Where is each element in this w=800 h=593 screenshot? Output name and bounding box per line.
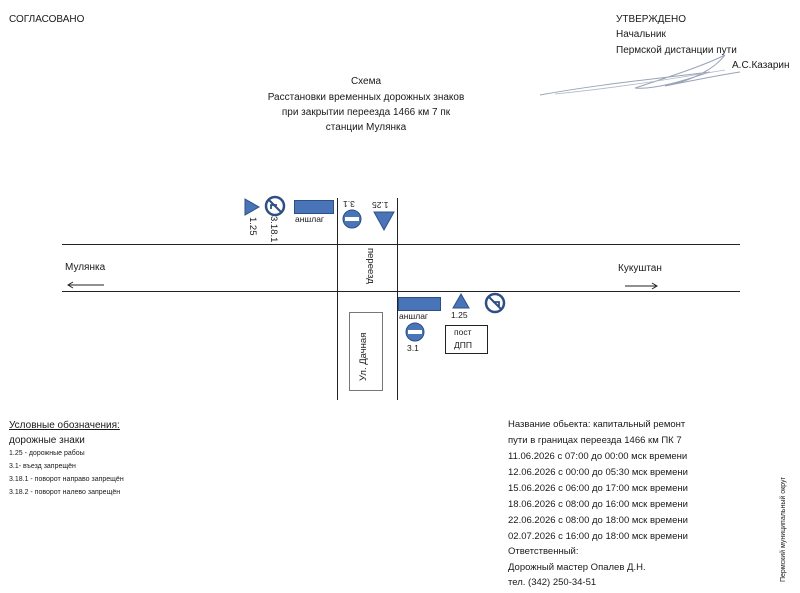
sign-125-label-top: 1.25: [372, 200, 389, 210]
title-line4: станции Мулянка: [325, 122, 407, 133]
sign-31-label-bottom: 3.1: [407, 343, 419, 353]
schedule-line: 12.06.2026 с 00:00 до 05:30 мск времени: [508, 467, 688, 478]
title-line3: при закрытии переезда 1466 км 7 пк: [281, 107, 451, 118]
sign-125-label-left: 1.25: [247, 217, 258, 236]
legend-item: 3.18.1 - поворот направо запрещён: [9, 476, 124, 483]
arrow-left-icon: [66, 276, 106, 289]
sign-31-top-icon: [342, 209, 362, 229]
legend-item: 1.25 - дорожные рабоы: [9, 450, 85, 457]
approver-name: А.С.Казарин: [732, 60, 790, 71]
anshlag-label-top: аншлаг: [295, 214, 325, 224]
legend-title: Условные обозначения:: [9, 420, 120, 431]
responsible-name: Дорожный мастер Опалев Д.Н.: [508, 562, 646, 573]
station-right-label: Кукуштан: [618, 263, 662, 274]
post-dpp-box: [445, 325, 488, 354]
anshlag-plate-bottom: [398, 297, 441, 311]
object-name-line2: пути в границах переезда 1466 км ПК 7: [508, 435, 682, 446]
sign-3181-icon: [264, 195, 286, 217]
responsible-label: Ответственный:: [508, 546, 579, 557]
rail-line-bottom: [62, 291, 740, 293]
sign-3181-label: 3.18.1: [268, 216, 279, 243]
street-label: Ул. Дачная: [358, 332, 369, 381]
schedule-line: 18.06.2026 с 08:00 до 16:00 мск времени: [508, 499, 688, 510]
title-line1: Схема: [350, 76, 382, 87]
anshlag-plate-top: [294, 200, 334, 214]
schedule-line: 11.06.2026 с 07:00 до 00:00 мск времени: [508, 451, 688, 462]
approved-label: УТВЕРЖДЕНО: [616, 14, 687, 25]
legend-subtitle: дорожные знаки: [9, 435, 85, 446]
sign-125-bottom-icon: [452, 293, 470, 309]
sign-125-top-icon: [373, 211, 395, 231]
anshlag-label-bottom: аншлаг: [399, 311, 429, 321]
signature-scribble: [539, 54, 741, 96]
station-left-label: Мулянка: [65, 262, 106, 273]
agreed-label: СОГЛАСОВАНО: [9, 14, 85, 25]
schedule-line: 15.06.2026 с 06:00 до 17:00 мск времени: [508, 483, 688, 494]
sign-125-triangle-icon: [244, 198, 260, 216]
road-edge-right: [397, 198, 399, 400]
street-box: [349, 312, 383, 391]
sign-3182-icon: [484, 292, 506, 314]
sign-125-label-bottom: 1.25: [451, 310, 468, 320]
arrow-right-icon: [624, 277, 660, 290]
approver-position-line2: Пермской дистанции пути: [616, 45, 737, 56]
legend-item: 3.1- въезд запрещён: [9, 463, 76, 470]
object-name-line1: Название обьекта: капитальный ремонт: [508, 419, 686, 430]
side-note: Пермский муниципальный округ: [780, 476, 787, 582]
title-line2: Расстановки временных дорожных знаков: [267, 92, 465, 103]
approver-position-line1: Начальник: [616, 29, 666, 40]
legend-item: 3.18.2 - поворот налево запрещён: [9, 489, 121, 496]
dpp-label: ДПП: [454, 340, 472, 350]
rail-line-top: [62, 244, 740, 246]
responsible-phone: тел. (342) 250-34-51: [508, 577, 597, 588]
schedule-line: 02.07.2026 с 16:00 до 18:00 мск времени: [508, 531, 688, 542]
schedule-line: 22.06.2026 с 08:00 до 18:00 мск времени: [508, 515, 688, 526]
post-label: пост: [454, 327, 472, 337]
sign-31-bottom-icon: [405, 322, 425, 342]
road-edge-left: [337, 198, 339, 400]
crossing-label: переезд: [365, 248, 376, 284]
